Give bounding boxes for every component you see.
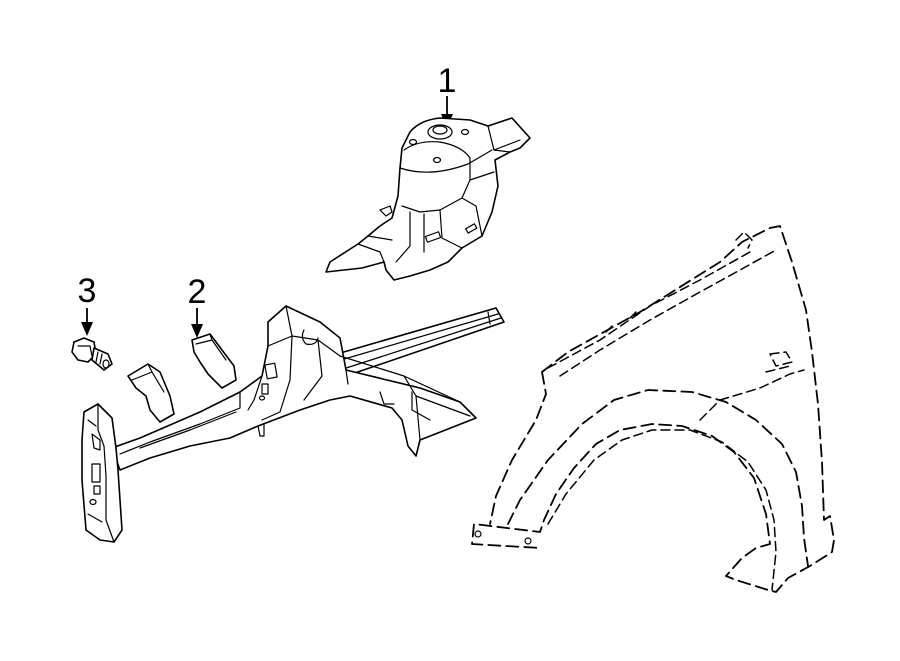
fender-outline	[471, 225, 835, 593]
callout-1-number: 1	[438, 62, 457, 100]
callout-3-number: 3	[78, 272, 97, 310]
callout-3-arrowhead	[81, 322, 93, 336]
part-1-strut-tower	[325, 117, 531, 281]
callout-3: 3	[78, 272, 97, 336]
part-2-frame-rail	[81, 305, 505, 543]
callout-2-arrowhead	[191, 324, 203, 338]
callout-2-number: 2	[188, 273, 207, 311]
callout-2: 2	[188, 273, 207, 338]
part-3-bolt	[71, 337, 113, 371]
